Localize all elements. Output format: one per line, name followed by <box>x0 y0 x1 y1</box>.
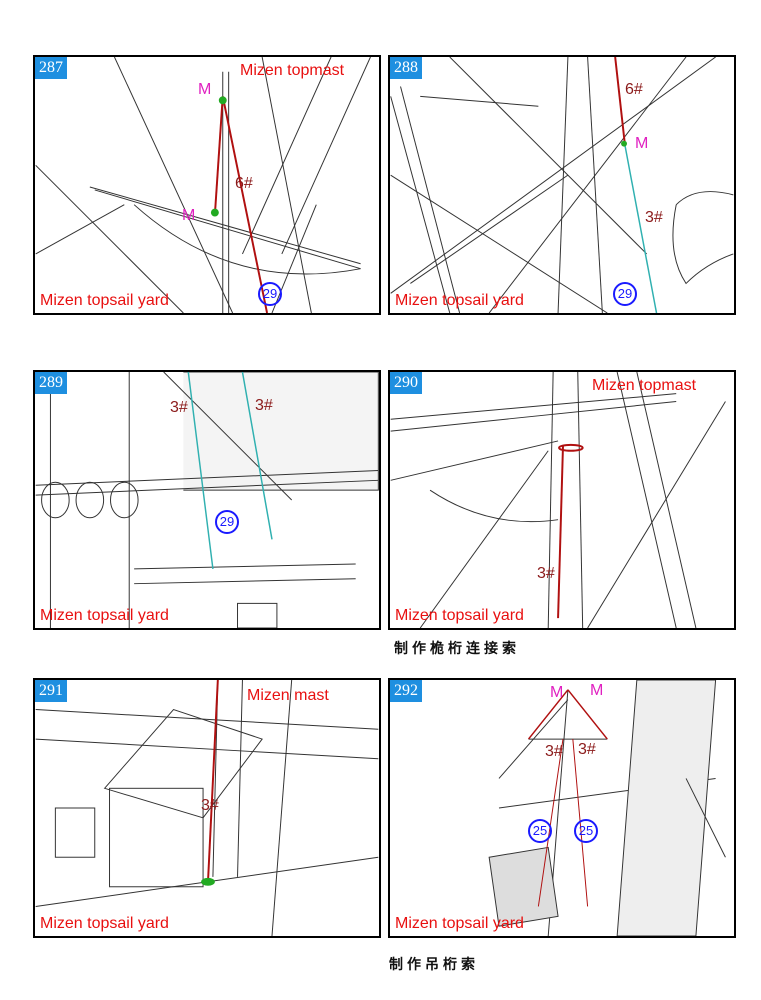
line-size-label: 3# <box>645 209 663 226</box>
step-number: 288 <box>390 57 422 79</box>
part-label: Mizen mast <box>247 687 329 704</box>
line-size-label: 3# <box>201 797 219 814</box>
step-number: 290 <box>390 372 422 394</box>
mark-label: M <box>198 81 212 98</box>
part-number-circle: 29 <box>215 510 239 534</box>
step-panel-291: 291 Mizen mast Mizen topsail yard 3# <box>33 678 381 938</box>
part-label: Mizen topsail yard <box>40 607 169 624</box>
part-label: Mizen topmast <box>240 62 345 79</box>
line-size-label: 3# <box>545 743 563 760</box>
part-label: Mizen topsail yard <box>40 915 169 932</box>
rigging-illustration <box>35 372 379 628</box>
rigging-illustration <box>35 680 379 936</box>
rigging-illustration <box>488 680 726 936</box>
step-number: 287 <box>35 57 67 79</box>
rigging-illustration <box>390 372 726 628</box>
part-label: Mizen topsail yard <box>395 915 524 932</box>
step-panel-287: 287 Mizen topmast Mizen topsail yard M M… <box>33 55 381 315</box>
step-number: 289 <box>35 372 67 394</box>
part-number-circle: 25 <box>574 819 598 843</box>
step-panel-292: 292 Mizen topsail yard M M 3# 3# 25 25 <box>388 678 736 938</box>
section-caption: 制作吊桁索 <box>389 957 479 973</box>
line-size-label: 3# <box>578 741 596 758</box>
section-caption: 制作桅桁连接索 <box>394 641 520 657</box>
step-panel-289: 289 Mizen topsail yard 3# 3# 29 <box>33 370 381 630</box>
line-size-label: 6# <box>235 175 253 192</box>
mark-label: M <box>550 684 564 701</box>
part-number-circle: 29 <box>258 282 282 306</box>
line-size-label: 6# <box>625 81 643 98</box>
part-label: Mizen topsail yard <box>395 607 524 624</box>
part-number-circle: 25 <box>528 819 552 843</box>
step-panel-288: 288 Mizen topsail yard M 6# 3# 29 <box>388 55 736 315</box>
mark-label: M <box>590 682 604 699</box>
part-label: Mizen topsail yard <box>40 292 169 309</box>
step-panel-290: 290 Mizen topmast Mizen topsail yard 3# <box>388 370 736 630</box>
part-label: Mizen topsail yard <box>395 292 524 309</box>
mark-label: M <box>635 135 649 152</box>
line-size-label: 3# <box>255 397 273 414</box>
part-number-circle: 29 <box>613 282 637 306</box>
rigging-illustration <box>390 57 734 313</box>
rigging-illustration <box>35 57 371 313</box>
line-size-label: 3# <box>170 399 188 416</box>
mark-label: M <box>182 207 196 224</box>
step-number: 291 <box>35 680 67 702</box>
step-number: 292 <box>390 680 422 702</box>
part-label: Mizen topmast <box>592 377 697 394</box>
line-size-label: 3# <box>537 565 555 582</box>
